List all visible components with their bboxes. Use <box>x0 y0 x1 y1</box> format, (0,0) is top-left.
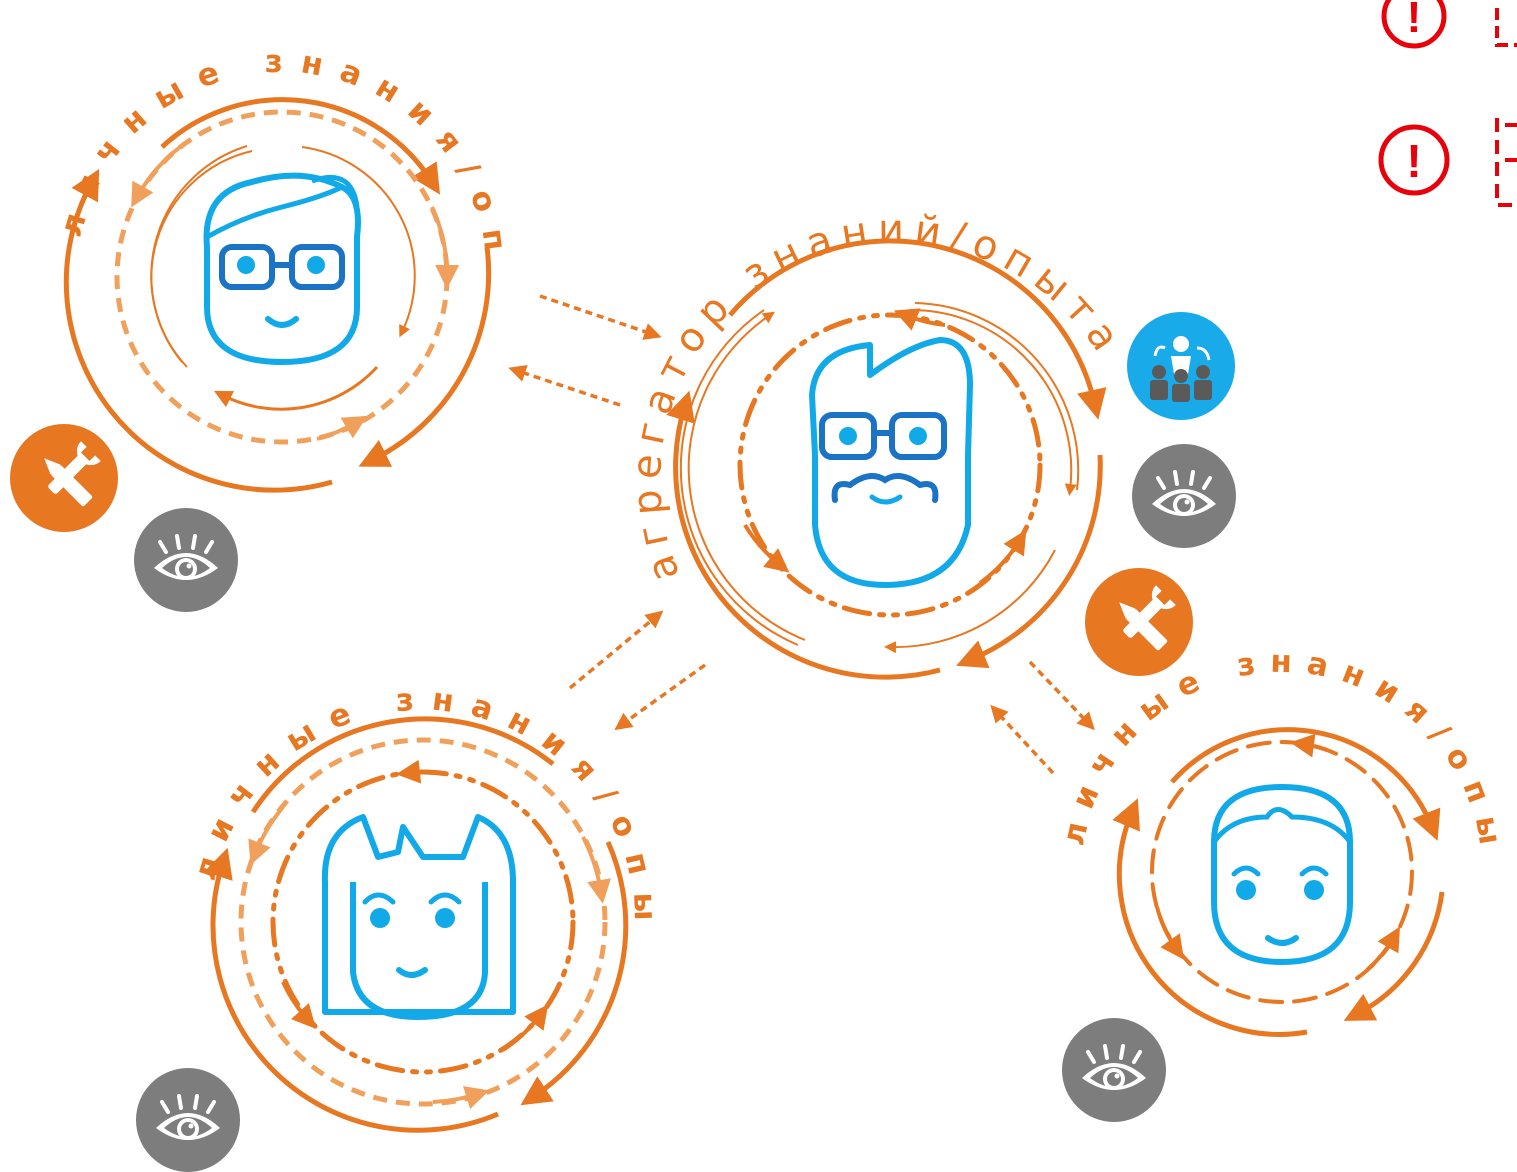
badge-eye-center <box>1130 442 1238 550</box>
arrow-br-to-center <box>990 704 1055 775</box>
arrow-center-to-br <box>1028 660 1095 731</box>
badge-eye-bottom-left <box>134 1066 242 1172</box>
arrow-center-to-bl <box>614 663 707 731</box>
badge-tools-center <box>1085 568 1193 676</box>
team-icon <box>1127 312 1235 420</box>
arrow-tl-to-center <box>539 294 662 340</box>
connector-arrows <box>508 294 1095 775</box>
eye-icon <box>134 1066 242 1172</box>
node-bottom-right: личные знания/опыт <box>1055 644 1496 1037</box>
eye-icon <box>132 506 240 614</box>
svg-text:!: ! <box>1406 135 1421 187</box>
arrow-center-to-tl <box>508 365 621 407</box>
tools-icon <box>1085 568 1193 676</box>
badge-eye-bottom-right <box>1060 1016 1168 1124</box>
person-mustache-glasses-icon <box>809 337 973 589</box>
svg-text:!: ! <box>1407 0 1422 42</box>
eye-icon <box>1060 1016 1168 1124</box>
badge-tools-top-left <box>10 424 118 532</box>
person-woman-icon <box>321 814 516 1021</box>
eye-icon <box>1130 442 1238 550</box>
legend-alert-1: ! <box>1381 0 1517 49</box>
badge-team-center <box>1127 312 1235 420</box>
person-glasses-icon <box>203 172 361 365</box>
node-top-left: личные знания/опыт <box>53 44 498 493</box>
alert-icon: ! <box>1381 0 1447 49</box>
legend-alert-2: ! <box>1378 118 1517 207</box>
node-bottom-left: личные знания/опыт <box>187 681 647 1133</box>
arrow-bl-to-center <box>568 610 664 690</box>
tools-icon <box>10 424 118 532</box>
badge-eye-top-left <box>132 506 240 614</box>
person-child-icon <box>1211 783 1353 966</box>
alert-icon: ! <box>1378 124 1450 196</box>
node-center: агрегатор знаний/опыта <box>624 207 1124 680</box>
